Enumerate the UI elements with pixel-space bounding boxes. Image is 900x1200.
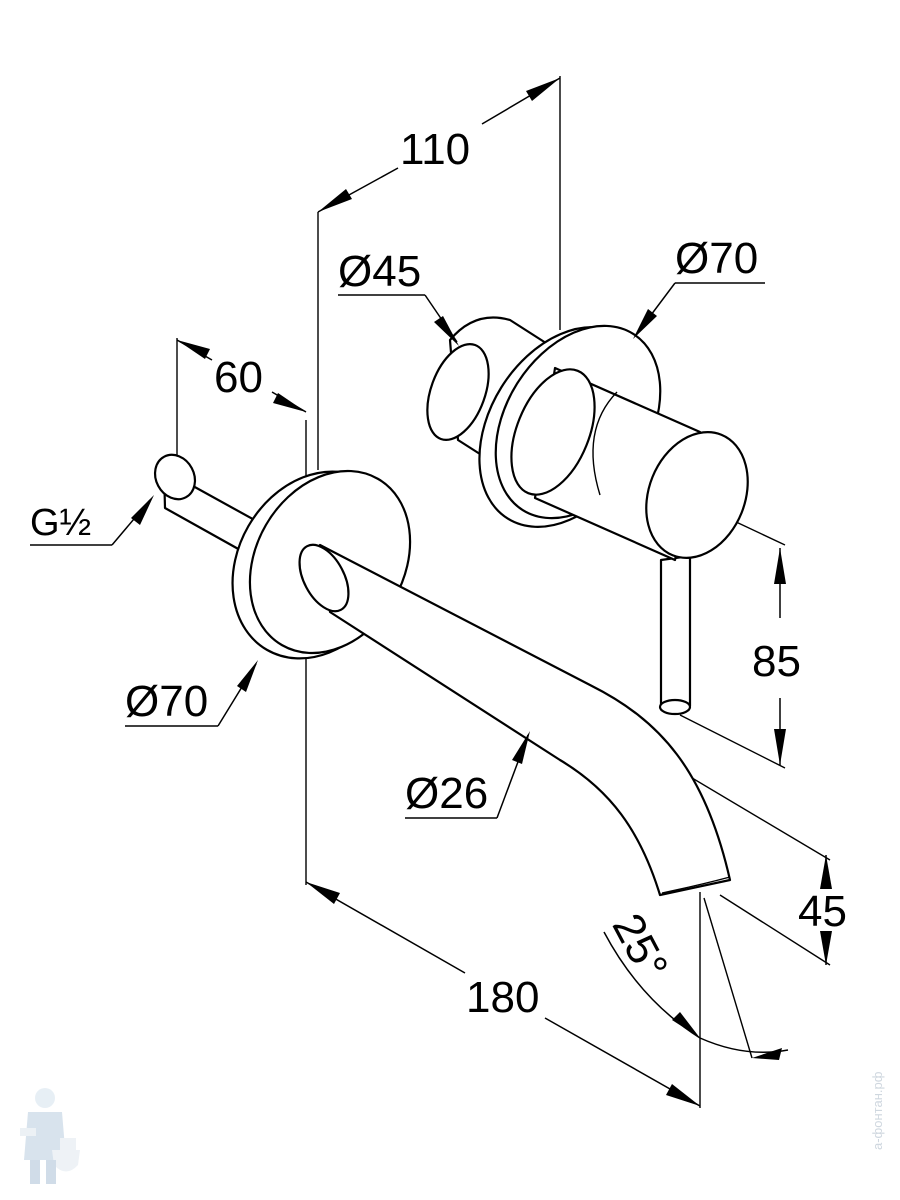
dimension-85: 85 bbox=[752, 548, 801, 765]
spout bbox=[298, 543, 732, 897]
dimension-60-label: 60 bbox=[214, 353, 263, 402]
spout-rosette-diameter: Ø70 bbox=[125, 660, 258, 727]
watermark-mascot-icon bbox=[20, 1088, 80, 1184]
handle-rosette-diameter-label: Ø70 bbox=[675, 234, 758, 283]
handle-rosette-diameter: Ø70 bbox=[633, 234, 765, 339]
connection-thread-label: G½ bbox=[30, 502, 91, 544]
dimension-110: 110 bbox=[317, 77, 561, 213]
watermark-text: а-фонтан.рф bbox=[870, 1071, 885, 1150]
spout-diameter-26: Ø26 bbox=[405, 731, 530, 819]
spout-diameter-26-label: Ø26 bbox=[405, 769, 488, 818]
dimension-angle-label: 25° bbox=[603, 906, 678, 988]
handle-diameter-45: Ø45 bbox=[338, 247, 459, 346]
dimension-110-label: 110 bbox=[400, 125, 470, 174]
connection-label: G½ bbox=[30, 495, 154, 546]
dimension-180-label: 180 bbox=[466, 973, 539, 1022]
mixer-handle bbox=[510, 366, 749, 562]
spout-rosette-diameter-label: Ø70 bbox=[125, 677, 208, 726]
lever-handle bbox=[658, 554, 692, 716]
dimension-45: 45 bbox=[798, 855, 847, 965]
dimension-180: 180 bbox=[305, 881, 701, 1107]
dimension-45-label: 45 bbox=[798, 887, 847, 936]
dimension-60: 60 bbox=[176, 339, 307, 413]
dimension-85-label: 85 bbox=[752, 637, 801, 686]
dimension-angle: 25° bbox=[603, 906, 789, 1060]
handle-diameter-45-label: Ø45 bbox=[338, 247, 421, 296]
